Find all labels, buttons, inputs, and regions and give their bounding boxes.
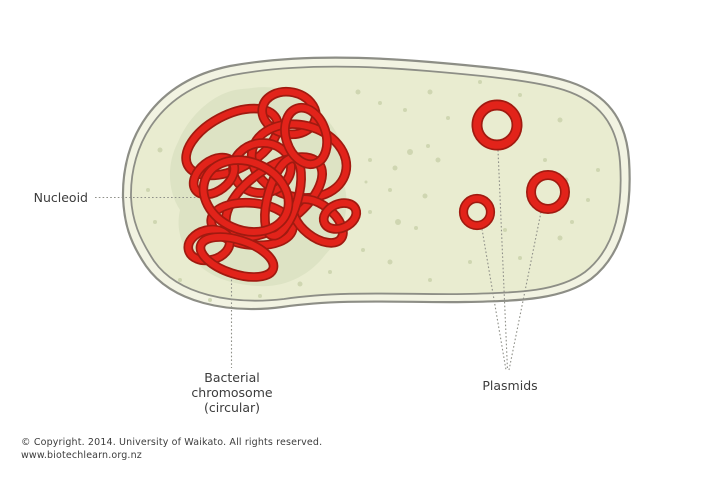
chromosome-loop (318, 198, 362, 234)
footer: © Copyright. 2014. University of Waikato… (21, 436, 322, 462)
plasmid-leader-line-1 (497, 149, 509, 371)
cytoplasm-speckles (146, 80, 600, 302)
nucleoid-label: Nucleoid (33, 190, 88, 205)
plasmids-label: Plasmids (482, 378, 538, 393)
website-text: www.biotechlearn.org.nz (21, 450, 142, 461)
plasmid-leader-line-3 (508, 211, 542, 371)
plasmids-group (458, 99, 570, 231)
copyright-text: © Copyright. 2014. University of Waikato… (21, 437, 323, 448)
chromosome-loop (195, 232, 279, 282)
chromosome-label: Bacterial chromosome (circular) (191, 370, 273, 415)
plasmid (458, 193, 496, 231)
plasmid-leader-line-2 (481, 228, 507, 371)
plasmid (471, 99, 523, 151)
plasmid (526, 170, 570, 214)
chromosome-loop (280, 102, 332, 170)
leader-lines (95, 149, 542, 371)
chromosome-loop (198, 155, 294, 237)
chromosome-loop (181, 103, 283, 181)
chromosome-tangle (181, 86, 362, 282)
